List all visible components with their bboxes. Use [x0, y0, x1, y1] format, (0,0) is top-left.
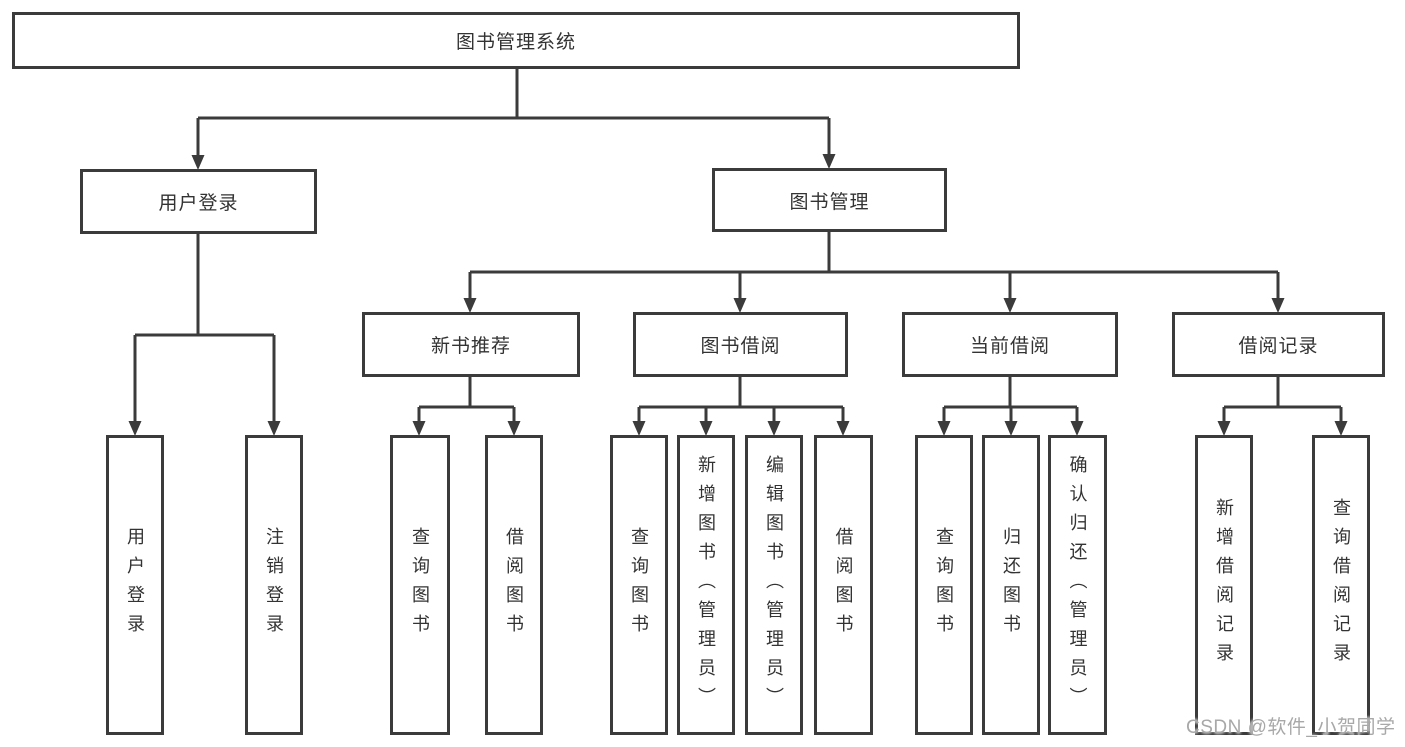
- leaf-query-borrow-record: 查询借阅记录: [1312, 435, 1370, 735]
- node-label: 新增借阅记录: [1214, 498, 1234, 672]
- connector-root-to-level2: [196, 69, 831, 157]
- connector-borrow-record-children: [1222, 377, 1343, 424]
- leaf-edit-book-admin: 编辑图书（管理员）: [745, 435, 803, 735]
- node-label: 注销登录: [264, 527, 284, 643]
- node-label: 图书借阅: [700, 336, 781, 357]
- connector-book-mgmt-to-level3: [468, 232, 1280, 301]
- leaf-query-books-borrow: 查询图书: [610, 435, 668, 735]
- leaf-return-books: 归还图书: [982, 435, 1040, 735]
- leaf-borrow-books: 借阅图书: [814, 435, 873, 735]
- node-book-borrowing: 图书借阅: [633, 312, 848, 377]
- node-label: 查询借阅记录: [1331, 498, 1351, 672]
- node-label: 图书管理系统: [455, 32, 576, 53]
- leaf-add-book-admin: 新增图书（管理员）: [677, 435, 735, 735]
- node-label: 用户登录: [125, 527, 145, 643]
- node-label: 借阅记录: [1238, 336, 1319, 357]
- node-label: 当前借阅: [969, 336, 1050, 357]
- node-label: 归还图书: [1001, 527, 1021, 643]
- connector-new-book-children: [417, 377, 516, 424]
- node-label: 借阅图书: [833, 527, 854, 643]
- node-current-borrowing: 当前借阅: [902, 312, 1118, 377]
- node-label: 确认归还（管理员）: [1067, 454, 1088, 716]
- node-label: 查询图书: [629, 527, 649, 643]
- node-borrow-records: 借阅记录: [1172, 312, 1385, 377]
- connector-book-borrow-children: [637, 377, 845, 424]
- connector-user-login-children: [133, 234, 276, 424]
- leaf-add-borrow-record: 新增借阅记录: [1195, 435, 1253, 735]
- node-new-book-recommend: 新书推荐: [362, 312, 580, 377]
- leaf-query-books-current: 查询图书: [915, 435, 973, 735]
- watermark: CSDN @软件_小贺同学: [1186, 717, 1396, 738]
- leaf-logout: 注销登录: [245, 435, 303, 735]
- node-label: 查询图书: [934, 527, 954, 643]
- leaf-query-books-recommend: 查询图书: [390, 435, 450, 735]
- connector-current-borrow-children: [942, 377, 1079, 424]
- node-root-system: 图书管理系统: [12, 12, 1020, 69]
- node-label: 图书管理: [789, 191, 870, 213]
- node-user-login: 用户登录: [80, 169, 317, 234]
- node-label: 查询图书: [410, 527, 430, 643]
- leaf-confirm-return-admin: 确认归还（管理员）: [1048, 435, 1107, 735]
- node-label: 借阅图书: [504, 527, 524, 643]
- node-label: 新书推荐: [430, 336, 511, 357]
- leaf-user-login: 用户登录: [106, 435, 164, 735]
- node-book-management: 图书管理: [712, 168, 947, 232]
- node-label: 新增图书（管理员）: [696, 454, 716, 716]
- node-label: 编辑图书（管理员）: [764, 454, 784, 716]
- node-label: 用户登录: [158, 193, 239, 214]
- leaf-borrow-books-recommend: 借阅图书: [485, 435, 543, 735]
